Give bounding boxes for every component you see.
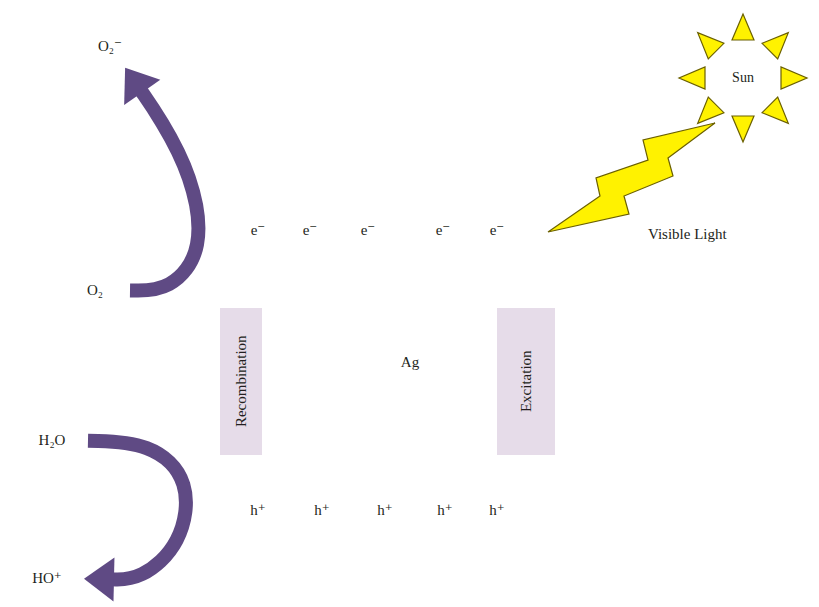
- charge-label: h⁺: [489, 502, 504, 519]
- charge-label: e⁻: [303, 222, 318, 239]
- sun-ray: [679, 67, 705, 89]
- arrow-shaft: [88, 441, 186, 580]
- reaction-arrow: [124, 68, 198, 291]
- species-ellipse-outline: [61, 266, 129, 314]
- sun-circle: Sun: [713, 48, 773, 108]
- species-label: O₂⁻: [98, 38, 122, 55]
- process-band: Excitation: [497, 308, 555, 455]
- charge-label: h⁺: [250, 502, 265, 519]
- charge-label: e⁻: [361, 222, 376, 239]
- species-ellipse-outline: [75, 23, 145, 69]
- reaction-arrow: [84, 441, 186, 602]
- charge-label: e⁻: [490, 222, 505, 239]
- species-ellipse-outline: [17, 416, 87, 464]
- process-band: Recombination: [220, 308, 262, 455]
- conduction-band: [220, 242, 605, 244]
- charge-label: h⁺: [314, 502, 329, 519]
- charge-label: Ag: [401, 354, 419, 371]
- species-ellipse: HO⁺: [10, 554, 84, 602]
- charge-label: h⁺: [377, 502, 392, 519]
- arrowhead: [84, 557, 114, 601]
- arrowhead: [124, 68, 160, 105]
- sun-ray: [698, 33, 724, 59]
- species-label: HO⁺: [32, 570, 62, 587]
- arrowhead: [451, 244, 459, 255]
- sun-rays: [679, 14, 807, 142]
- sun-ray: [762, 97, 788, 123]
- sun-ray: [732, 116, 754, 142]
- valence-band: [220, 492, 605, 494]
- species-ellipse: O₂: [60, 265, 130, 315]
- charge-label: e⁻: [251, 222, 266, 239]
- lightning-bolt: [548, 123, 715, 232]
- species-ellipse: O₂⁻: [74, 22, 146, 70]
- arrowhead: [281, 481, 289, 492]
- arrow-shaft: [130, 90, 198, 291]
- recombination-arrow: [284, 244, 286, 483]
- species-ellipse: H₂O: [16, 415, 88, 465]
- sun-ray: [732, 14, 754, 40]
- species-ellipse-outline: [11, 555, 83, 601]
- silver-particle: Recombination Excitation e⁻ e⁻ e⁻ e⁻ e⁻ Ag h⁺ h⁺ h…: [180, 155, 640, 607]
- sun-circle-outline: [714, 49, 772, 107]
- species-label: O₂: [87, 282, 103, 299]
- silver-particle-outline: [181, 156, 639, 607]
- sun-label: Sun: [732, 70, 754, 85]
- species-label: H₂O: [39, 432, 66, 449]
- light-label: Visible Light: [648, 226, 727, 243]
- charge-label: e⁻: [436, 222, 451, 239]
- charge-label: h⁺: [437, 502, 452, 519]
- sun-ray: [698, 97, 724, 123]
- sun-ray: [762, 33, 788, 59]
- excitation-arrow: [454, 253, 456, 492]
- sun-ray: [781, 67, 807, 89]
- process-label: Recombination: [233, 336, 250, 428]
- process-label: Excitation: [518, 351, 535, 413]
